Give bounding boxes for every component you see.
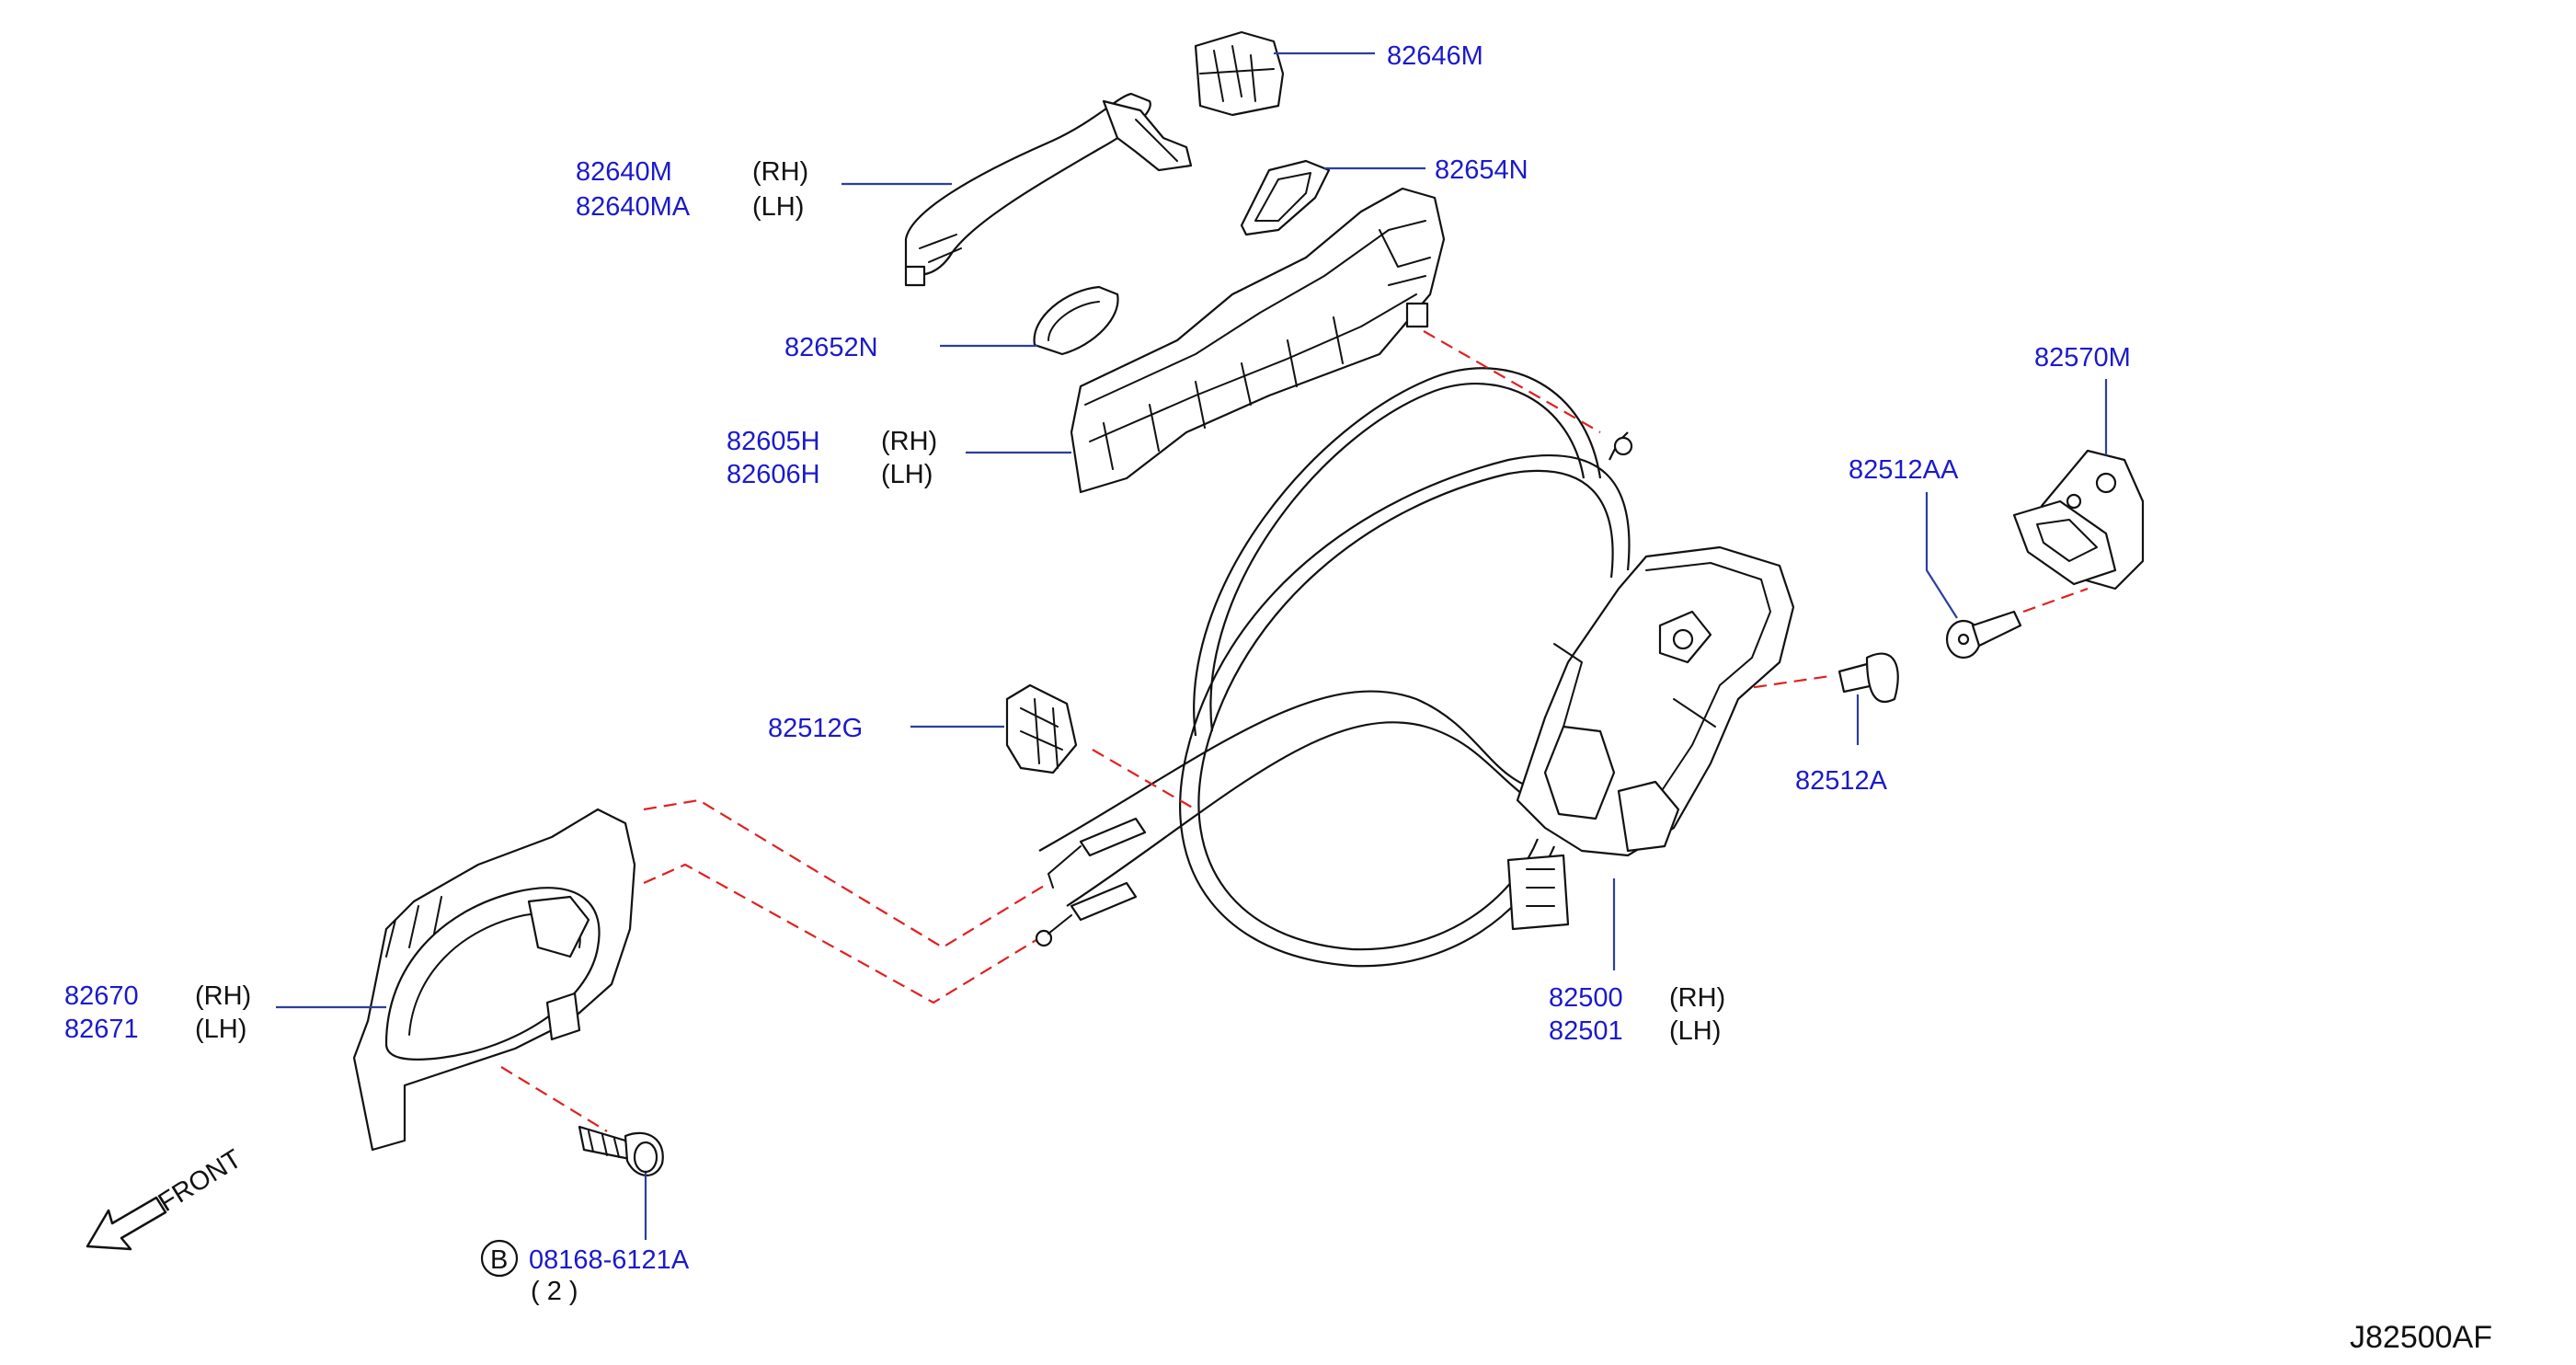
label-82640M-suffix: (RH) (752, 157, 808, 187)
label-08168-6121A: 08168-6121A (529, 1245, 690, 1275)
door-lock-actuator-82500 (1506, 545, 1795, 931)
label-82606H-suffix: (LH) (881, 460, 933, 489)
label-82512G: 82512G (768, 714, 863, 743)
label-82500-suffix: (RH) (1669, 983, 1725, 1013)
label-bolt-quantity: ( 2 ) (531, 1277, 578, 1306)
diagram-code: J82500AF (2350, 1320, 2492, 1355)
label-82671: 82671 (64, 1015, 139, 1044)
bolt-badge-icon: B (480, 1239, 519, 1278)
label-82640MA-suffix: (LH) (752, 192, 804, 222)
label-82670: 82670 (64, 981, 139, 1011)
handle-end-cap-82646M (1194, 30, 1285, 117)
handle-gasket-82652N (1033, 285, 1119, 356)
label-82501-suffix: (LH) (1669, 1016, 1721, 1046)
handle-gasket-82654N (1240, 159, 1331, 236)
cable-end-fittings (1035, 817, 1147, 947)
door-striker-82570M (2012, 449, 2145, 591)
striker-screw-82512AA (1945, 610, 2022, 660)
front-arrow-icon (86, 1196, 167, 1251)
label-82512A: 82512A (1795, 766, 1888, 796)
bolt-badge-letter: B (490, 1245, 508, 1275)
label-82501: 82501 (1549, 1016, 1623, 1046)
label-82570M: 82570M (2034, 343, 2131, 373)
front-label: FRONT (154, 1144, 247, 1218)
bolt-08168-6121A (578, 1125, 664, 1176)
part-labels: 82646M 82654N 82640M (RH) 82640MA (LH) 8… (64, 41, 2131, 1306)
label-82640MA: 82640MA (576, 192, 691, 222)
lock-screw-82512A (1838, 652, 1899, 704)
label-82652N: 82652N (784, 333, 878, 362)
label-82671-suffix: (LH) (195, 1015, 246, 1044)
label-82605H: 82605H (727, 427, 820, 456)
door-lock-cables (1038, 367, 1633, 968)
label-82670-suffix: (RH) (195, 981, 251, 1011)
label-82646M: 82646M (1387, 41, 1483, 71)
label-82654N: 82654N (1435, 155, 1528, 185)
inside-handle-82670 (352, 808, 636, 1152)
label-82606H: 82606H (727, 460, 820, 489)
front-indicator: FRONT (86, 1144, 247, 1251)
label-82500: 82500 (1549, 983, 1623, 1013)
label-82640M: 82640M (576, 157, 672, 187)
outside-handle-82640M (904, 92, 1193, 287)
label-82605H-suffix: (RH) (881, 427, 937, 456)
cable-clip-82512G (1005, 683, 1078, 774)
label-82512AA: 82512AA (1849, 455, 1959, 485)
leader-lines (276, 52, 2108, 1240)
outside-handle-bracket-82605H (1070, 187, 1446, 494)
